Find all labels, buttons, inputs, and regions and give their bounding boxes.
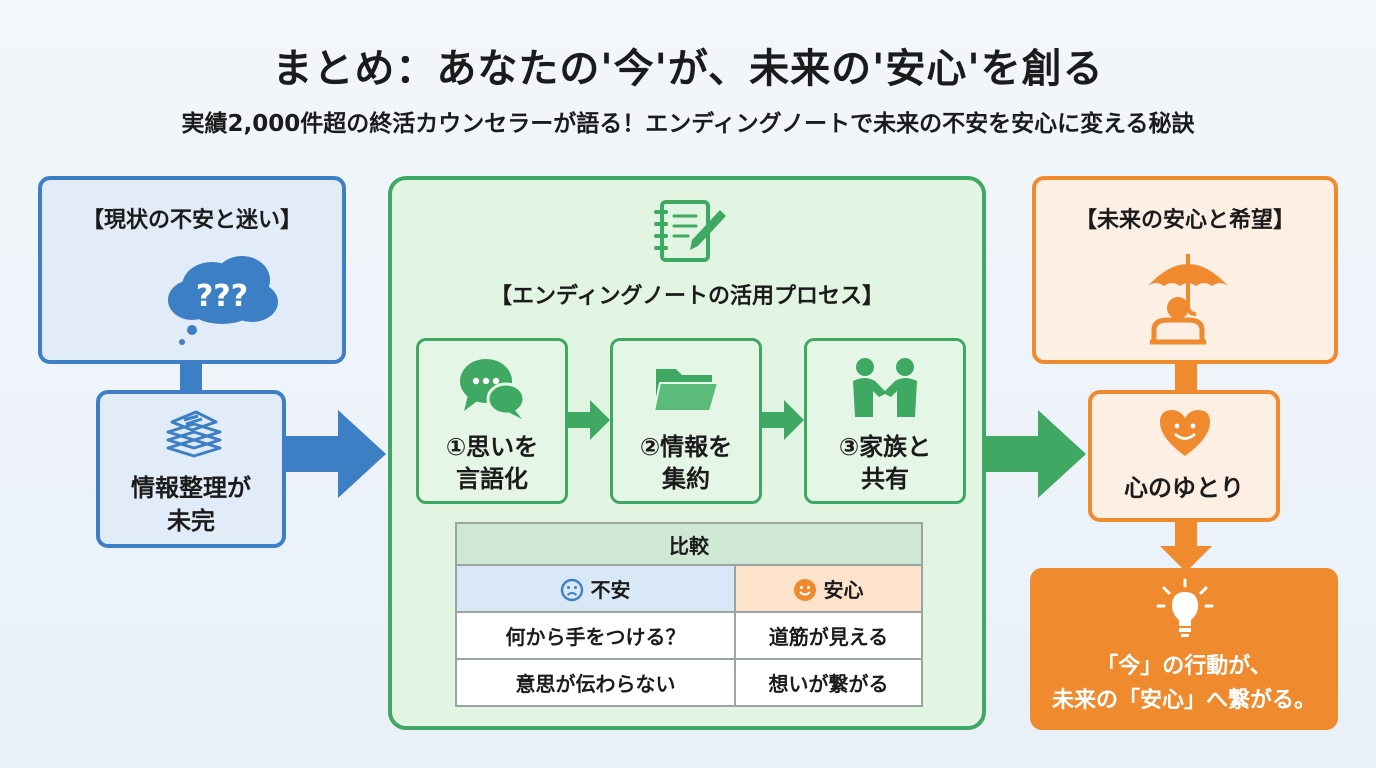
process-box: 【エンディングノートの活用プロセス】 ①思いを 言語化 ②情報を 集約: [388, 176, 986, 730]
step-share-line1: ③家族と: [838, 433, 932, 461]
final-message-line2: 未来の「安心」へ繋がる。: [1051, 688, 1316, 713]
step-arrow-2: [762, 400, 804, 440]
smile-face-icon: [794, 579, 817, 601]
step-consolidate-line1: ②情報を: [639, 433, 733, 461]
relief-cell: 想いが繋がる: [733, 658, 924, 707]
future-hope-box: 【未来の安心と希望】: [1032, 176, 1338, 364]
relief-column-header: 安心: [733, 564, 924, 613]
notebook-pen-icon: [654, 200, 726, 262]
step-arrow-1: [568, 400, 610, 440]
info-status-line1: 情報整理が: [131, 474, 251, 502]
final-message-line1: 「今」の行動が、: [1096, 654, 1272, 679]
step-share: ③家族と 共有: [804, 338, 966, 504]
anxiety-cell: 意思が伝わらない: [455, 658, 736, 707]
right-connector-top: [1175, 364, 1197, 392]
comparison-table: 比較 不安 安心 何から手をつける？: [455, 522, 924, 707]
peace-of-mind-box: 心のゆとり: [1088, 390, 1280, 522]
step-verbalize: ①思いを 言語化: [416, 338, 568, 504]
current-anxiety-box: 【現状の不安と迷い】 ???: [38, 176, 346, 364]
folder-icon: [652, 369, 720, 412]
handshake-icon: [853, 358, 917, 417]
down-arrow: [1160, 522, 1212, 572]
left-connector: [180, 364, 202, 392]
comparison-row: 意思が伝わらない 想いが繋がる: [455, 658, 924, 707]
lightbulb-icon: [1156, 578, 1214, 637]
anxiety-cell: 何から手をつける？: [455, 611, 736, 660]
page-title: まとめ：あなたの'今'が、未来の'安心'を創る: [272, 46, 1104, 92]
step-consolidate-line2: 集約: [662, 465, 710, 493]
process-header: 【エンディングノートの活用プロセス】: [489, 284, 885, 309]
step-share-line2: 共有: [861, 465, 909, 493]
page-subtitle: 実績2,000件超の終活カウンセラーが語る！エンディングノートで未来の不安を安心…: [181, 111, 1195, 137]
relief-cell: 道筋が見える: [733, 611, 924, 660]
left-flow-arrow: [286, 410, 386, 498]
step-verbalize-line1: ①思いを: [445, 433, 539, 461]
step-consolidate: ②情報を 集約: [610, 338, 762, 504]
chat-bubbles-icon: [460, 359, 526, 419]
comparison-title: 比較: [455, 522, 923, 566]
comparison-row: 何から手をつける？ 道筋が見える: [455, 611, 924, 660]
bubble-text: ???: [196, 279, 248, 314]
anxiety-column-header: 不安: [455, 564, 736, 613]
sad-face-icon: [561, 578, 584, 602]
step-verbalize-line2: 言語化: [456, 465, 528, 493]
final-message-box: 「今」の行動が、 未来の「安心」へ繋がる。: [1030, 568, 1338, 730]
final-message: 「今」の行動が、 未来の「安心」へ繋がる。: [1030, 650, 1338, 718]
heart-smile-icon: [1160, 410, 1210, 456]
future-hope-header: 【未来の安心と希望】: [1074, 208, 1295, 233]
question-cloud-icon: ???: [168, 256, 278, 345]
current-anxiety-header: 【現状の不安と迷い】: [81, 208, 302, 233]
relief-column-label: 安心: [823, 578, 864, 602]
info-status-line2: 未完: [167, 507, 215, 535]
umbrella-person-icon: [1148, 254, 1228, 345]
step-share-label: ③家族と 共有: [807, 431, 963, 495]
paper-stack-icon: [166, 410, 222, 458]
right-flow-arrow: [986, 410, 1086, 498]
info-status-box: 情報整理が 未完: [96, 390, 286, 548]
step-verbalize-label: ①思いを 言語化: [419, 431, 565, 495]
step-consolidate-label: ②情報を 集約: [613, 431, 759, 495]
anxiety-column-label: 不安: [590, 578, 631, 602]
peace-of-mind-label: 心のゆとり: [1124, 474, 1244, 502]
info-status-text: 情報整理が 未完: [100, 472, 282, 538]
